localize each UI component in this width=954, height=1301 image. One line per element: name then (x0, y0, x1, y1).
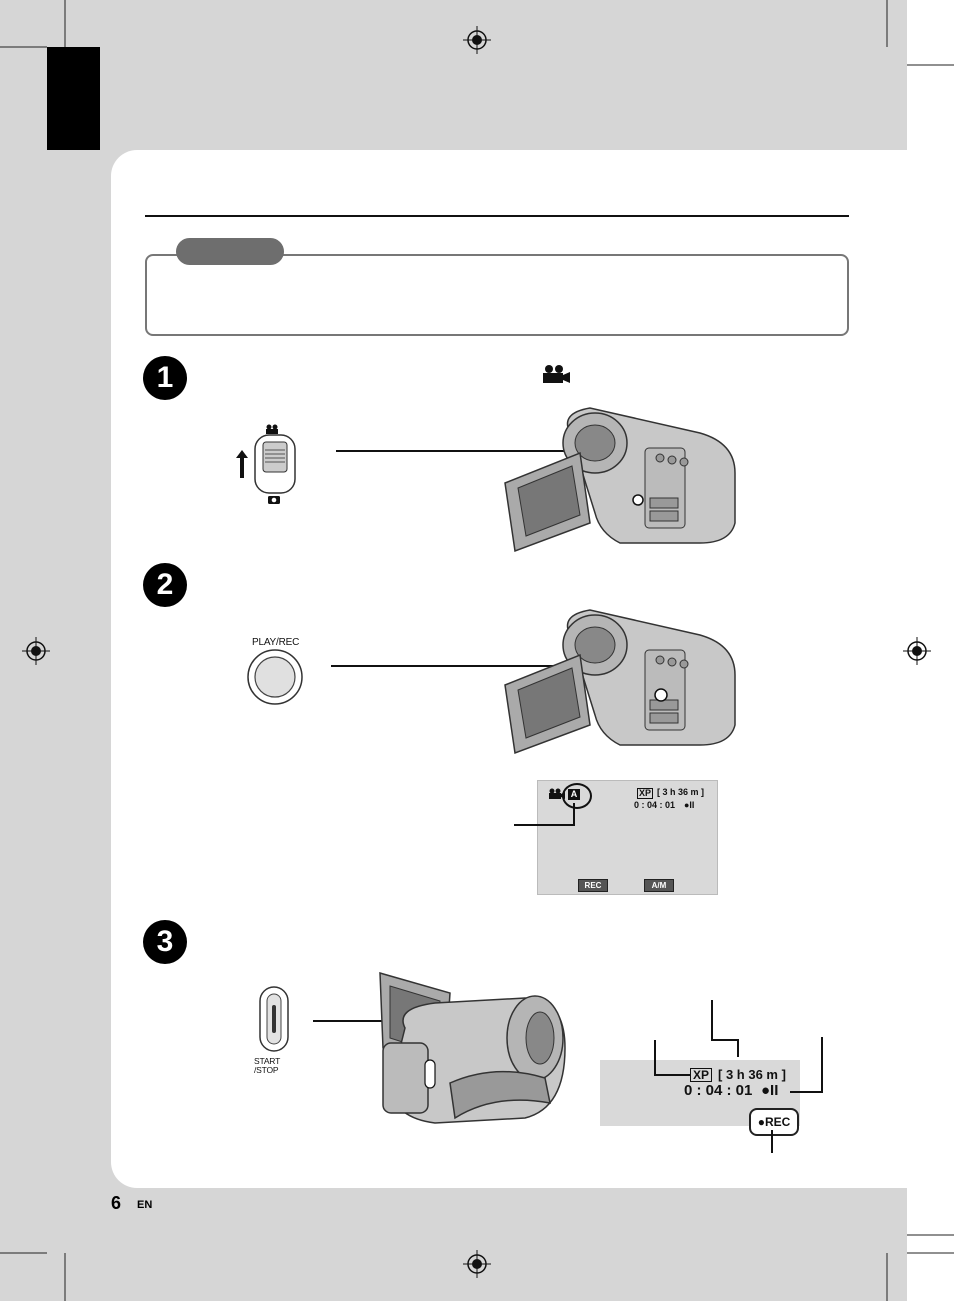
registration-mark-left (22, 637, 50, 665)
quality-indicator-large: XP (690, 1068, 713, 1082)
remaining-time-large: [ 3 h 36 m ] (718, 1067, 786, 1082)
mode-switch-illustration (236, 424, 296, 504)
play-rec-button[interactable] (246, 648, 306, 706)
page-number: 6 (111, 1193, 122, 1213)
movie-camera-icon (543, 365, 570, 383)
remaining-time-small: [ 3 h 36 m ] (657, 787, 705, 797)
language-code: EN (137, 1199, 153, 1211)
quality-indicator-small: XP (637, 788, 654, 799)
registration-mark-bottom (463, 1250, 491, 1278)
record-standby-status-large: ●II (761, 1082, 779, 1099)
auto-manual-button-small[interactable]: A/M (644, 879, 674, 892)
camcorder-open-lcd-illustration-2 (504, 609, 736, 755)
start-stop-button[interactable] (258, 985, 290, 1055)
auto-mode-highlight-circle (562, 783, 592, 809)
title-rule (145, 215, 849, 217)
chapter-tab (47, 47, 100, 150)
timecode-large: 0 : 04 : 01 (684, 1082, 753, 1099)
record-standby-status-small: ●II (684, 800, 695, 810)
timecode-small: 0 : 04 : 01 (634, 800, 676, 810)
callout-lines-large-lcd (654, 1000, 823, 1153)
note-box (145, 254, 849, 336)
camcorder-rear-view-illustration (379, 971, 566, 1124)
callout-line-play-rec (331, 665, 661, 667)
auto-mode-indicator: A (568, 789, 580, 800)
note-pill (176, 238, 284, 265)
step-badge-3: 3 (143, 920, 187, 964)
step-badge-1: 1 (143, 356, 187, 400)
registration-mark-top (463, 26, 491, 54)
registration-mark-right (903, 637, 931, 665)
callout-line-switch (336, 450, 638, 452)
callout-line-start-stop (313, 1020, 433, 1022)
start-stop-label: START /STOP (254, 1056, 281, 1075)
rec-badge: ●REC (749, 1108, 799, 1136)
play-rec-label: PLAY/REC (252, 637, 300, 648)
camcorder-open-lcd-illustration-1 (504, 407, 736, 553)
callout-line-auto (514, 824, 575, 826)
callout-line-auto-drop (573, 803, 575, 826)
step-badge-2: 2 (143, 563, 187, 607)
rec-button-small[interactable]: REC (578, 879, 608, 892)
